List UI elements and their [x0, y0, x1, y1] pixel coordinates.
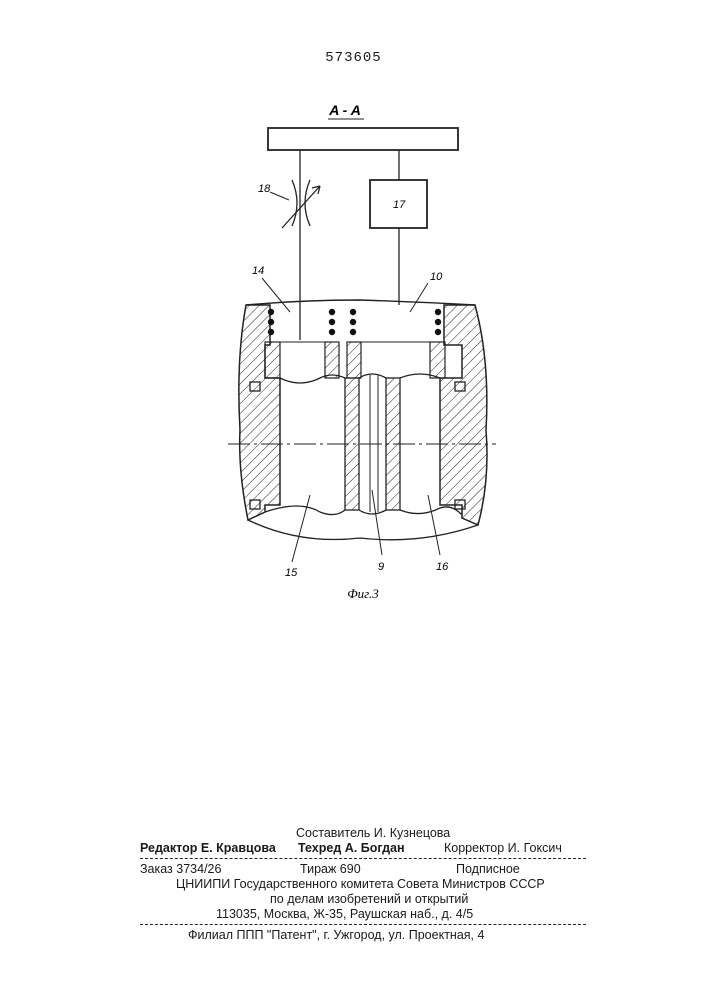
label-14: 14	[252, 265, 264, 277]
branch-line: Филиал ППП "Патент", г. Ужгород, ул. Про…	[188, 928, 484, 942]
control-unit-box	[268, 128, 458, 150]
subscription-line: Подписное	[456, 862, 520, 876]
editor-line: Редактор Е. Кравцова	[140, 841, 276, 855]
address-line: 113035, Москва, Ж-35, Раушская наб., д. …	[216, 907, 473, 921]
divider-1	[140, 858, 586, 859]
housing-right-wall	[440, 305, 487, 525]
ball-column-left-inner	[329, 309, 335, 335]
channel-top-edge	[359, 374, 386, 378]
ball-column-right	[435, 309, 441, 335]
techred-line: Техред А. Богдан	[298, 841, 405, 855]
compiler-line: Составитель И. Кузнецова	[296, 826, 450, 840]
ball-column-middle	[350, 309, 356, 335]
leader-16	[428, 495, 440, 555]
channel-bottom-edge	[359, 510, 386, 514]
order-line: Заказ 3734/26	[140, 862, 221, 876]
throttle-18-arrow-shaft	[282, 186, 320, 228]
label-15: 15	[285, 567, 298, 579]
leader-18	[270, 192, 289, 200]
label-16: 16	[436, 561, 449, 573]
circulation-line: Тираж 690	[300, 862, 361, 876]
housing-bottom-outline	[248, 520, 478, 540]
ball-column-left-outer	[268, 309, 274, 335]
leader-9	[372, 490, 382, 555]
left-seal-block-1	[265, 342, 280, 378]
housing-left-wall	[239, 305, 280, 520]
org-line-1: ЦНИИПИ Государственного комитета Совета …	[176, 877, 545, 891]
figure-caption: Фиг.3	[347, 586, 379, 601]
middle-seal-block	[347, 342, 361, 378]
org-line-2: по делам изобретений и открытий	[270, 892, 468, 906]
corrector-line: Корректор И. Гоксич	[444, 841, 562, 855]
throttle-18-left-arc	[292, 180, 297, 226]
label-18: 18	[258, 183, 271, 195]
label-17: 17	[393, 199, 406, 211]
leader-15	[292, 495, 310, 562]
leader-10	[410, 283, 428, 312]
label-9: 9	[378, 561, 384, 573]
left-seal-block-2	[325, 342, 339, 378]
throttle-18-right-arc	[305, 180, 310, 226]
divider-2	[140, 924, 586, 925]
right-seal-block	[430, 342, 445, 378]
section-label: A - A	[328, 102, 361, 118]
label-10: 10	[430, 271, 443, 283]
